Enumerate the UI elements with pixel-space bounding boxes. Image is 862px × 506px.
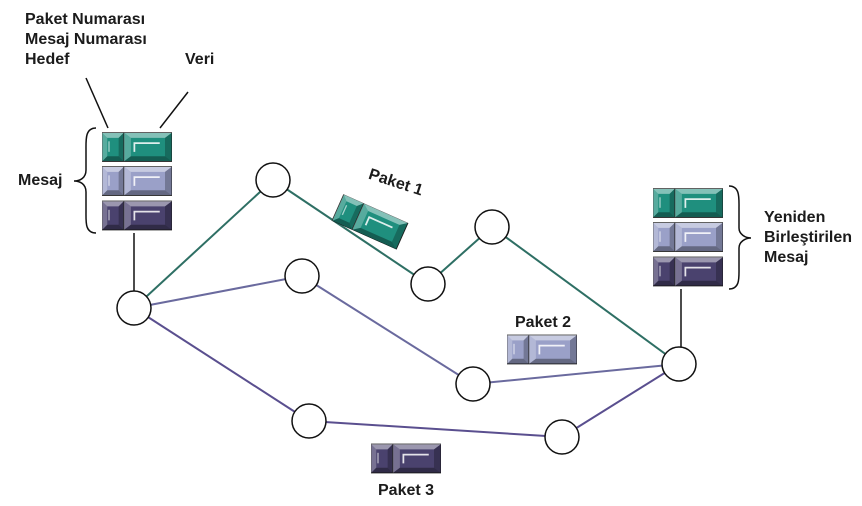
header-line: Hedef (25, 51, 70, 68)
link (133, 307, 310, 422)
node-source (116, 290, 152, 326)
link (272, 179, 429, 285)
node (255, 162, 291, 198)
source-message-block (102, 131, 172, 231)
reassembled-line: Yeniden (764, 209, 826, 226)
header-line: Paket Numarası (25, 11, 146, 28)
header-pointer-line (85, 77, 109, 129)
route-packet-1 (133, 179, 680, 365)
network-nodes (116, 162, 697, 455)
node (455, 366, 491, 402)
node-destination (661, 346, 697, 382)
link (308, 420, 563, 438)
reassembled-brace (728, 185, 752, 290)
node (544, 419, 580, 455)
data-pointer-line (159, 91, 189, 129)
data-label: Veri (185, 51, 215, 68)
node (284, 258, 320, 294)
link (133, 179, 274, 309)
reassembled-line: Birleştirilen (764, 229, 853, 246)
packet-3-label: Paket 3 (378, 482, 435, 499)
packet-1-icon (331, 194, 409, 250)
reassembled-message-label: Yeniden Birleştirilen Mesaj (764, 208, 852, 268)
link (472, 363, 680, 385)
packet-2-icon (507, 334, 577, 365)
node (474, 209, 510, 245)
link (561, 363, 680, 438)
message-label: Mesaj (18, 172, 63, 189)
header-line: Mesaj Numarası (25, 31, 147, 48)
link (301, 275, 474, 385)
packet-3-icon (371, 443, 441, 474)
reassembled-line: Mesaj (764, 249, 809, 266)
link (133, 275, 303, 309)
packet-2-label: Paket 2 (515, 314, 572, 331)
message-brace (73, 127, 97, 234)
link (491, 226, 680, 365)
reassembled-message-block (653, 187, 723, 287)
node (410, 266, 446, 302)
header-fields-label: Paket Numarası Mesaj Numarası Hedef (25, 10, 147, 70)
node (291, 403, 327, 439)
route-packet-2 (133, 275, 680, 385)
route-packet-3 (133, 307, 680, 438)
